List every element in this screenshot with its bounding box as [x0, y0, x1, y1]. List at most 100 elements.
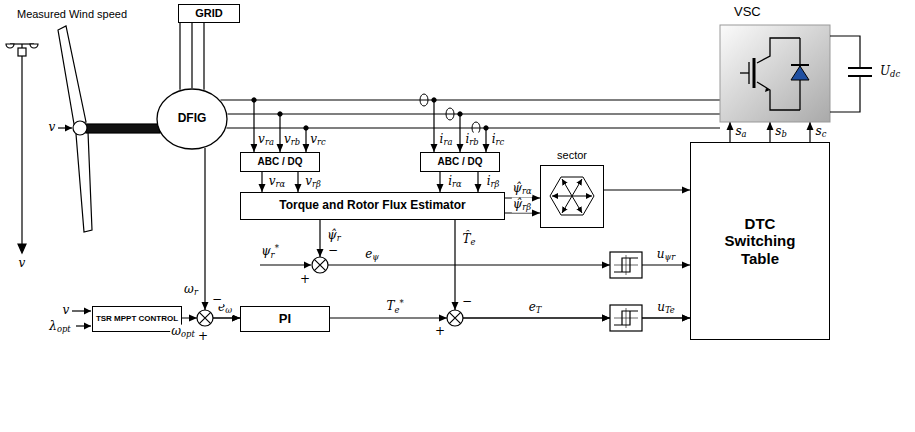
subscript: rc [496, 137, 505, 147]
signal-label: + [197, 330, 209, 343]
symbol: T [386, 299, 394, 313]
signal-label: + [434, 325, 446, 338]
arrow-head [483, 144, 490, 152]
tap-points [432, 98, 436, 102]
summing-junction [314, 259, 325, 270]
signal-label: v [48, 121, 57, 134]
signal-label: vrb [283, 133, 301, 148]
node-text: ABC / DQ [258, 156, 303, 168]
heading-text: sector [557, 149, 587, 162]
arrow-head [452, 302, 459, 310]
signal-label: uTe [656, 301, 676, 316]
symbol: T̂ [463, 232, 471, 246]
subscript: Te [665, 305, 675, 315]
symbol: ψ̂ [513, 197, 522, 211]
transform-box: ABC / DQ [420, 152, 500, 172]
converter-box: VSC [720, 25, 830, 122]
tap-points [420, 94, 428, 106]
capacitor-symbol [830, 36, 860, 68]
summing-junction [447, 310, 463, 326]
tap-points [252, 98, 256, 102]
symbol: u [657, 300, 665, 314]
subscript: c [822, 129, 827, 139]
signal-label: Udc [879, 65, 901, 80]
symbol: ω [184, 282, 194, 296]
node-text: DFIG [178, 112, 207, 126]
connector-line [205, 148, 240, 318]
subscript: ra [265, 137, 274, 147]
subscript: dc [890, 69, 900, 79]
subscript: rb [291, 137, 300, 147]
subscript: ra [443, 137, 452, 147]
superscript: * [399, 298, 403, 308]
input-arrow [72, 310, 91, 311]
signal-label: sb [774, 125, 788, 140]
arrow-head [457, 144, 464, 152]
subscript: e [471, 237, 476, 247]
connector-line [180, 23, 204, 90]
hysteresis-comparator [614, 255, 638, 275]
wind-turbine [58, 127, 72, 128]
symbol: i [487, 174, 491, 188]
arrow-head [532, 195, 540, 202]
signal-label: ψ̂rβ [512, 198, 532, 213]
symbol: u [657, 247, 665, 261]
arrow-head [431, 144, 438, 152]
signal-label: ψr* [260, 244, 280, 260]
arrow-head [727, 122, 734, 130]
capacitor-symbol [848, 75, 872, 77]
subscript: e [394, 305, 399, 315]
subscript: rβ [490, 179, 499, 189]
summing-junction [312, 257, 328, 273]
signal-connector [475, 172, 482, 192]
tap-points [484, 126, 488, 130]
sector-hexagon [562, 179, 572, 196]
sector-hexagon [552, 196, 572, 197]
subscript: rc [317, 137, 326, 147]
signal-connector [767, 122, 774, 142]
arrow-head [532, 210, 540, 217]
generator-ellipse: DFIG [156, 88, 228, 150]
summing-junction [197, 257, 463, 326]
symbol: s [816, 124, 822, 138]
signal-label: ψ̂rα [511, 182, 532, 197]
arrow-head [317, 249, 324, 257]
signal-label: λopt [48, 320, 71, 335]
subscript: T [536, 305, 542, 315]
signal-label: eψ [364, 248, 380, 263]
symbol: e [529, 300, 536, 314]
estimator-box: Torque and Rotor Flux Estimator [240, 192, 505, 220]
signal-label: + [299, 273, 311, 286]
signal-connector [604, 187, 690, 194]
anemometer [6, 44, 14, 48]
subscript: r [337, 233, 341, 243]
signal-connector [437, 172, 444, 192]
summing-junction [197, 310, 213, 326]
signal-label: vrc [309, 133, 326, 148]
node-text: ABC / DQ [438, 156, 483, 168]
symbol: ω [171, 324, 181, 338]
signal-label: vrβ [304, 175, 322, 190]
symbol: U [880, 64, 890, 78]
signal-connector [295, 172, 302, 192]
controller-box: PI [240, 306, 330, 332]
subscript: rβ [522, 202, 531, 212]
arrow-head [232, 315, 240, 322]
arrow-head [202, 302, 209, 310]
signal-label: eT [528, 301, 543, 316]
signal-label: sc [815, 125, 828, 140]
hysteresis-comparator [610, 252, 642, 278]
arrow-head [767, 122, 774, 130]
subscript: ψ [372, 252, 379, 262]
signal-label: vra [257, 133, 275, 148]
arrow-head [682, 187, 690, 194]
arrow-head [437, 184, 444, 192]
signal-label: ira [439, 133, 454, 148]
signal-label: irα [447, 175, 463, 190]
signal-label: − [211, 293, 223, 306]
signal-label: Te* [385, 299, 404, 315]
hysteresis-comparator [614, 311, 638, 325]
symbol: v [305, 174, 312, 188]
subscript: ω [225, 305, 232, 315]
